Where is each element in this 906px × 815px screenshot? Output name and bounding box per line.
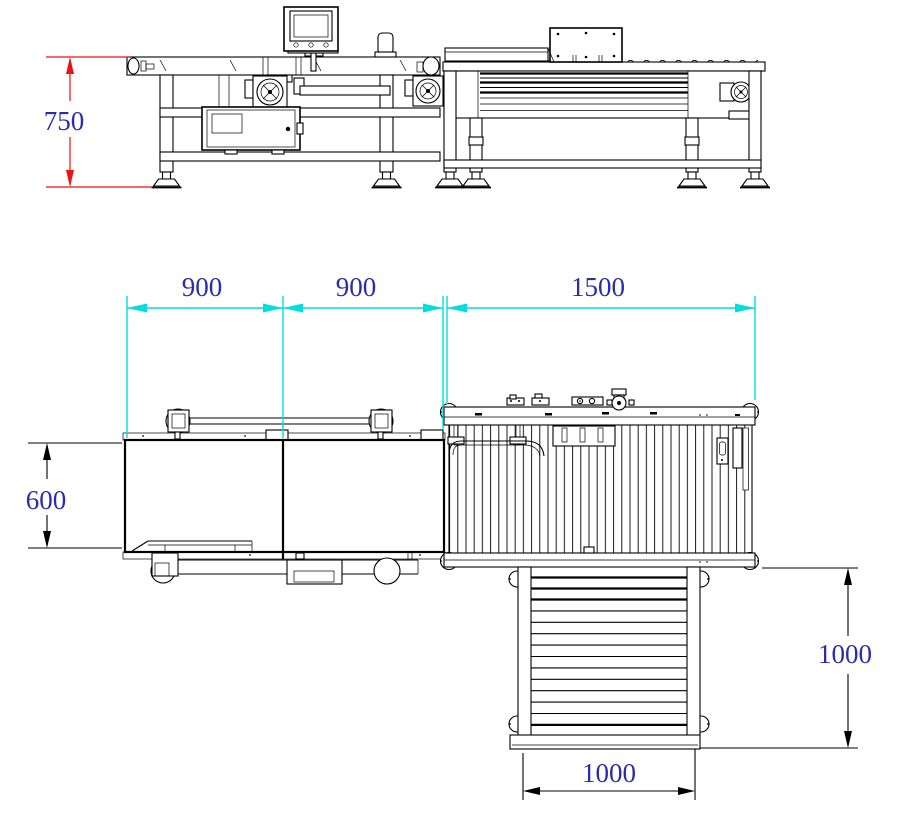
dimension-roller-1500: 1500 bbox=[447, 272, 755, 313]
inner-guides bbox=[447, 424, 749, 554]
side-elevation-view bbox=[434, 27, 771, 189]
drive-motor bbox=[719, 81, 756, 120]
conveyor-body bbox=[443, 70, 762, 119]
plan-roller-conveyor bbox=[439, 388, 760, 571]
guide-rail bbox=[165, 408, 394, 440]
dimension-machine-height: 750 bbox=[44, 56, 152, 188]
inner-shelf-plate bbox=[131, 540, 253, 552]
dim-label-600: 600 bbox=[26, 485, 67, 515]
reject-bar bbox=[293, 77, 391, 96]
dimension-weigh-900: 900 bbox=[283, 272, 443, 313]
top-mounted-components bbox=[506, 388, 635, 411]
dim-label-900-infeed: 900 bbox=[182, 272, 223, 302]
plan-belt-conveyor bbox=[122, 408, 446, 585]
side-rail-left bbox=[517, 566, 532, 738]
corner-ears bbox=[508, 570, 710, 733]
dim-label-1000-v: 1000 bbox=[818, 639, 872, 669]
discharge-motor bbox=[404, 75, 444, 107]
dim-label-1500: 1500 bbox=[571, 272, 625, 302]
infeed-motor bbox=[244, 75, 288, 109]
plan-cross-conveyor bbox=[508, 566, 710, 750]
side-shelf bbox=[444, 47, 555, 63]
top-rail bbox=[443, 406, 756, 426]
dimension-row-top: 900 900 1500 bbox=[126, 272, 756, 438]
base-plate bbox=[509, 734, 701, 750]
conveyor-beam bbox=[126, 56, 441, 83]
small-motor bbox=[606, 388, 635, 411]
hmi-monitor bbox=[283, 6, 339, 72]
roller-end bbox=[373, 557, 401, 585]
cylinder-unit bbox=[374, 32, 397, 58]
dim-label-900-weigh: 900 bbox=[336, 272, 377, 302]
under-frame bbox=[150, 552, 419, 585]
side-rail-right bbox=[686, 566, 701, 738]
dim-label-750: 750 bbox=[44, 106, 85, 136]
dimension-belt-width: 600 bbox=[26, 442, 122, 549]
under-frame-hmi-box bbox=[286, 559, 343, 585]
rollers bbox=[531, 576, 687, 727]
dimension-infeed-900: 900 bbox=[127, 272, 283, 313]
dimension-cross-width: 1000 bbox=[522, 749, 696, 800]
frame-legs bbox=[434, 70, 771, 189]
dimension-cross-length: 1000 bbox=[700, 567, 872, 749]
top-rail bbox=[442, 61, 766, 72]
bottom-rail bbox=[443, 552, 756, 568]
belt-stripes bbox=[480, 72, 688, 111]
front-elevation-view bbox=[126, 6, 444, 189]
dim-label-1000-h: 1000 bbox=[582, 758, 636, 788]
motor-cover-box bbox=[549, 27, 623, 63]
electrical-cabinet bbox=[201, 106, 304, 155]
